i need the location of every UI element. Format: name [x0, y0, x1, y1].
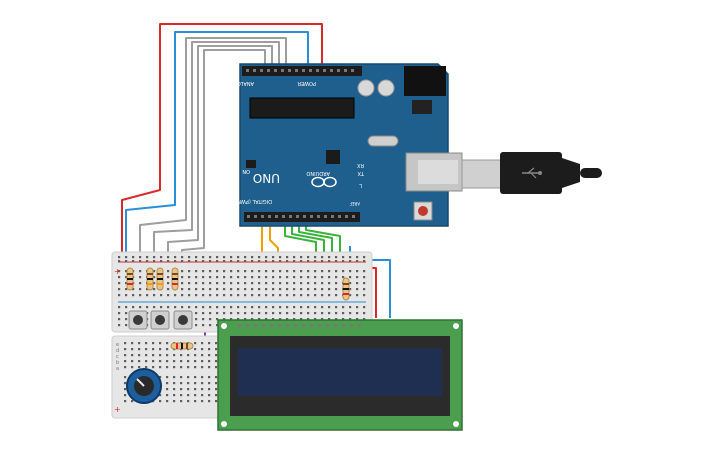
usb-cable[interactable] [461, 152, 602, 194]
wire-5v-red[interactable] [121, 23, 323, 268]
header-pins-bottom [247, 215, 355, 218]
aref-label: AREF [349, 201, 360, 206]
resistor-group [126, 267, 350, 350]
crystal [367, 135, 399, 147]
lcd-16x2[interactable] [217, 319, 463, 431]
row-letter: e [116, 342, 119, 348]
capacitor-2 [377, 79, 395, 97]
digital-header [244, 212, 360, 222]
atmega-chip [249, 97, 355, 119]
row-letter: b [116, 360, 119, 366]
lcd-header-pins [238, 324, 361, 327]
power-jack[interactable] [404, 66, 446, 96]
pushbutton-2[interactable] [150, 310, 170, 330]
pushbuttons [128, 310, 193, 330]
power-label: POWER [297, 80, 316, 86]
uno-label: UNO [253, 171, 280, 185]
rail-plus-label-lower: + [114, 405, 121, 414]
voltage-regulator [412, 100, 432, 114]
resistor-2[interactable] [146, 267, 154, 291]
tx-label: TX [357, 170, 365, 176]
row-letter: a [116, 366, 119, 372]
rail-plus-label: + [114, 267, 121, 276]
resistor-5[interactable] [342, 277, 350, 301]
pushbutton-3[interactable] [173, 310, 193, 330]
wire-a-gray-2[interactable] [153, 41, 280, 268]
header-pins-top [246, 69, 354, 72]
row-letter: d [116, 348, 119, 354]
resistor-1[interactable] [126, 267, 134, 291]
arduino-brand-label: ARDUINO [306, 170, 330, 176]
usb-icon [522, 167, 542, 179]
on-label: ON [242, 168, 250, 174]
resistor-contrast[interactable] [170, 342, 194, 350]
arduino-uno-board[interactable]: ANALOG IN POWER UNO ARDUINO DIGITAL (PWM… [226, 63, 463, 227]
l-label: L [359, 182, 362, 188]
arduino-logo-icon [311, 176, 337, 188]
capacitor-1 [357, 79, 375, 97]
lcd-screen [238, 348, 442, 396]
digital-label: DIGITAL (PWM~) [230, 198, 272, 204]
resistor-3[interactable] [156, 267, 164, 291]
resistor-4[interactable] [171, 267, 179, 291]
pushbutton-1[interactable] [128, 310, 148, 330]
analog-in-label: ANALOG IN [226, 80, 254, 86]
wire-gnd-blue[interactable] [125, 31, 309, 268]
potentiometer[interactable] [126, 368, 162, 404]
rx-label: RX [357, 162, 364, 168]
wire-a-gray-1[interactable] [139, 37, 287, 268]
row-letter: c [116, 354, 119, 360]
wire-a-gray-3[interactable] [167, 45, 273, 268]
